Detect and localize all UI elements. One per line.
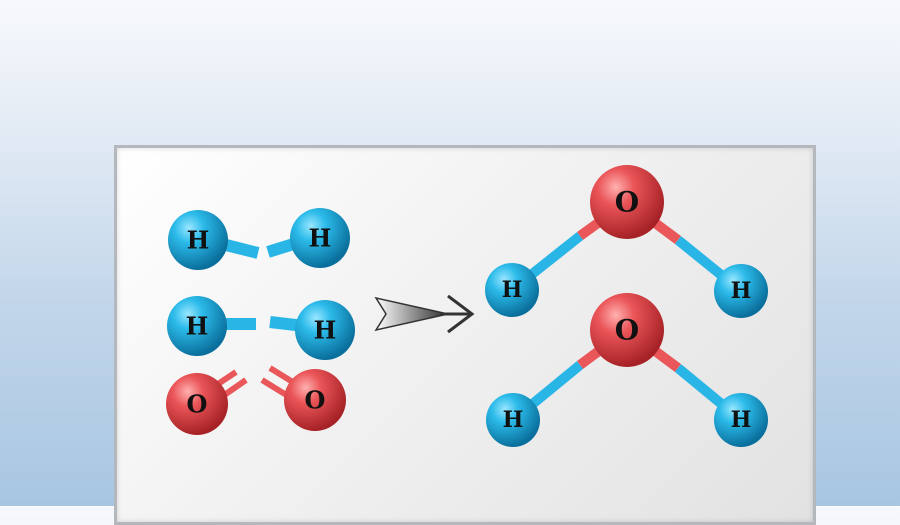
hydrogen-atom (486, 393, 540, 447)
atom-label: H (186, 312, 209, 341)
h2-molecule-1: H H (168, 208, 350, 270)
arrow-head (447, 294, 475, 334)
oxygen-atom (590, 293, 664, 367)
atom-label: O (305, 386, 326, 415)
hydrogen-atom (167, 296, 227, 356)
atom-label: H (502, 277, 523, 303)
hydrogen-atom (714, 264, 768, 318)
hydrogen-atom (485, 263, 539, 317)
oxygen-atom (590, 165, 664, 239)
atom-label: H (731, 278, 752, 304)
atom-label: O (615, 314, 639, 347)
hydrogen-atom (714, 393, 768, 447)
hydrogen-atom (168, 210, 228, 270)
h2o-molecule-1: O H H (485, 165, 768, 318)
h2o-molecule-2: O H H (486, 293, 768, 447)
atom-label: H (314, 316, 337, 345)
atom-label: H (187, 226, 210, 255)
hydrogen-atom (290, 208, 350, 268)
reaction-diagram: H H H H O O O H H (166, 165, 768, 447)
reaction-arrow (374, 294, 475, 334)
atom-label: H (731, 407, 752, 433)
atom-label: H (309, 224, 332, 253)
h2-molecule-2: H H (167, 296, 355, 360)
diagram-panel (114, 145, 816, 525)
oxygen-atom (166, 373, 228, 435)
bond-stub (260, 377, 290, 399)
atom-label: O (187, 390, 208, 419)
atom-label: O (615, 186, 639, 219)
o2-molecule: O O (166, 365, 346, 435)
bond-stub (220, 238, 260, 259)
oxygen-atom (284, 369, 346, 431)
arrow-body (374, 296, 449, 332)
hydrogen-atom (295, 300, 355, 360)
atom-label: H (503, 407, 524, 433)
